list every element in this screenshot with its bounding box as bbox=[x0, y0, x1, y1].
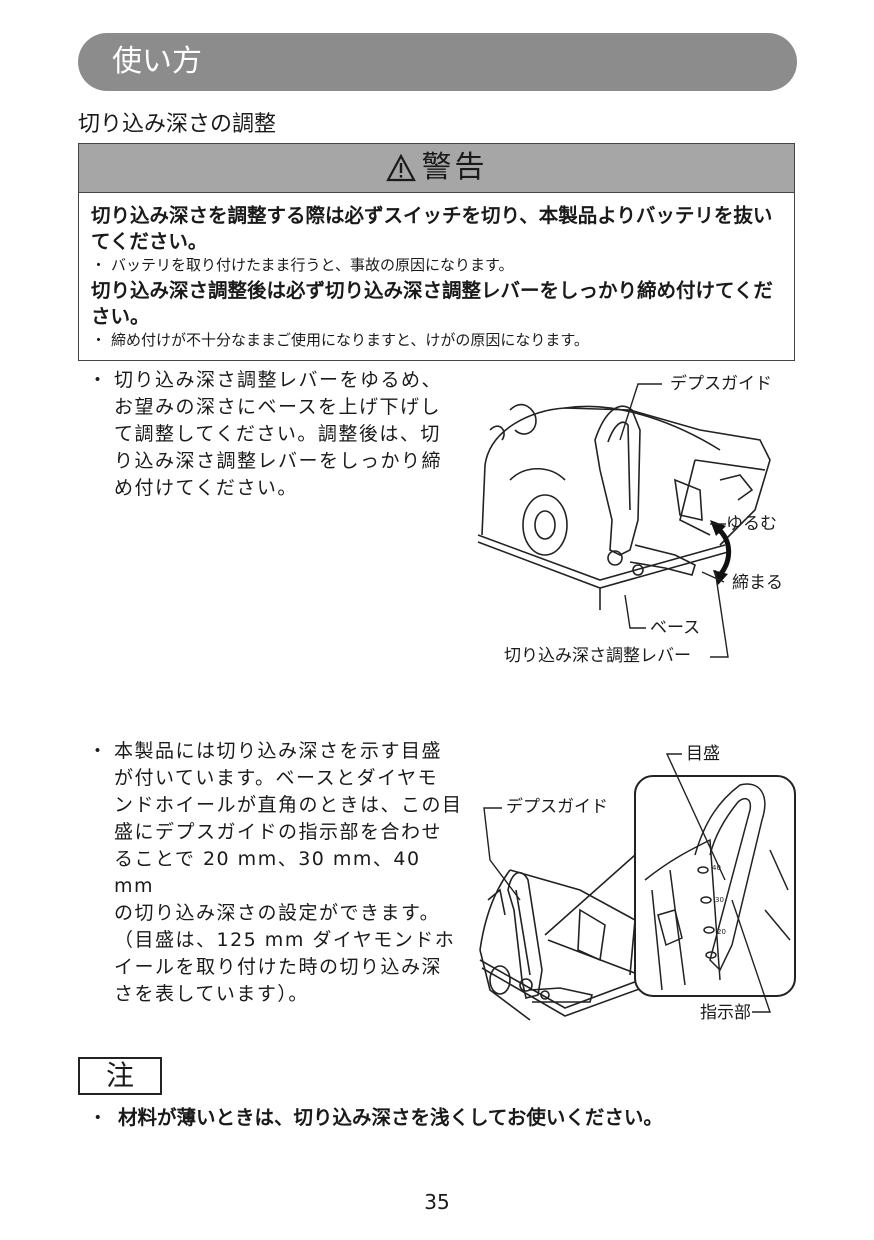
instruction-1-line: お望みの深さにベースを上げ下げし bbox=[114, 396, 442, 418]
label-scale: 目盛 bbox=[686, 744, 720, 764]
instruction-1-line: め付けてください。 bbox=[114, 477, 298, 499]
warning-header: 警告 bbox=[79, 144, 794, 193]
instruction-2-line: 本製品には切り込み深さを示す目盛 bbox=[114, 740, 443, 762]
instruction-1-line: 切り込み深さ調整レバーをゆるめ、 bbox=[114, 369, 443, 391]
warning-heading: 警告 bbox=[421, 150, 488, 185]
note-bullet: ・ bbox=[88, 1106, 108, 1129]
figure-depth-scale: 40 30 20 目盛 デプスガイド 指示部 bbox=[470, 740, 800, 1030]
section-title: 切り込み深さの調整 bbox=[78, 112, 277, 137]
instruction-2-line: ることで 20 mm、30 mm、40 mm bbox=[114, 848, 421, 897]
label-loosen: ゆるむ bbox=[726, 514, 777, 534]
instruction-2-line: イールを取り付けた時の切り込み深 bbox=[114, 956, 443, 978]
instruction-1-line: て調整してください。調整後は、切 bbox=[114, 423, 441, 445]
instruction-2-line: が付いています。ベースとダイヤモ bbox=[114, 767, 439, 789]
label-depth-lever: 切り込み深さ調整レバー bbox=[504, 646, 691, 666]
scale-mark-20: 20 bbox=[717, 928, 726, 936]
instruction-1: ・ 切り込み深さ調整レバーをゆるめ、 お望みの深さにベースを上げ下げし て調整し… bbox=[88, 367, 464, 502]
instruction-2: ・ 本製品には切り込み深さを示す目盛 が付いています。ベースとダイヤモ ンドホイ… bbox=[88, 738, 464, 1008]
instruction-2-line: 盛にデプスガイドの指示部を合わせ bbox=[114, 821, 443, 843]
instruction-2-line: ンドホイールが直角のときは、この目 bbox=[114, 794, 463, 816]
instruction-2-line: （目盛は、125 mm ダイヤモンドホ bbox=[114, 929, 456, 951]
warning-triangle-icon bbox=[385, 154, 416, 182]
warning-note-2: 締め付けが不十分なままご使用になりますと、けがの原因になります。 bbox=[91, 330, 784, 351]
note-heading: 注 bbox=[105, 1059, 134, 1092]
instruction-2-line: さを表しています）。 bbox=[114, 983, 309, 1005]
warning-body: 切り込み深さを調整する際は必ずスイッチを切り、本製品よりバッテリを抜いてください… bbox=[79, 193, 794, 351]
warning-note-1: バッテリを取り付けたまま行うと、事故の原因になります。 bbox=[91, 255, 784, 276]
warning-item-2: 切り込み深さ調整後は必ず切り込み深さ調整レバーをしっかり締め付けてください。 bbox=[91, 279, 773, 328]
warning-item-1: 切り込み深さを調整する際は必ずスイッチを切り、本製品よりバッテリを抜いてください… bbox=[91, 204, 773, 253]
label-tighten: 締まる bbox=[732, 573, 783, 593]
saw-scale-illustration: 40 30 20 bbox=[479, 753, 796, 1021]
figure-depth-lever: デプスガイド ゆるむ 締まる ベース 切り込み深さ調整レバー bbox=[470, 370, 800, 670]
page-title: 使い方 bbox=[112, 44, 202, 79]
instruction-1-line: り込み深さ調整レバーをしっかり締 bbox=[114, 450, 443, 472]
scale-mark-30: 30 bbox=[715, 896, 724, 904]
saw-lever-illustration bbox=[477, 383, 771, 658]
label-base: ベース bbox=[650, 618, 701, 638]
scale-mark-40: 40 bbox=[712, 864, 721, 872]
label-depth-guide: デプスガイド bbox=[670, 374, 772, 394]
page-number: 35 bbox=[424, 1190, 450, 1214]
section-header-bar: 使い方 bbox=[78, 33, 797, 91]
label-indicator: 指示部 bbox=[700, 1003, 751, 1023]
label-depth-guide-2: デプスガイド bbox=[506, 797, 608, 817]
warning-box: 警告 切り込み深さを調整する際は必ずスイッチを切り、本製品よりバッテリを抜いてく… bbox=[78, 143, 795, 361]
note-box: 注 bbox=[78, 1057, 162, 1095]
instruction-2-line: の切り込み深さの設定ができます。 bbox=[114, 902, 441, 924]
note-text: 材料が薄いときは、切り込み深さを浅くしてお使いください。 bbox=[118, 1106, 663, 1129]
